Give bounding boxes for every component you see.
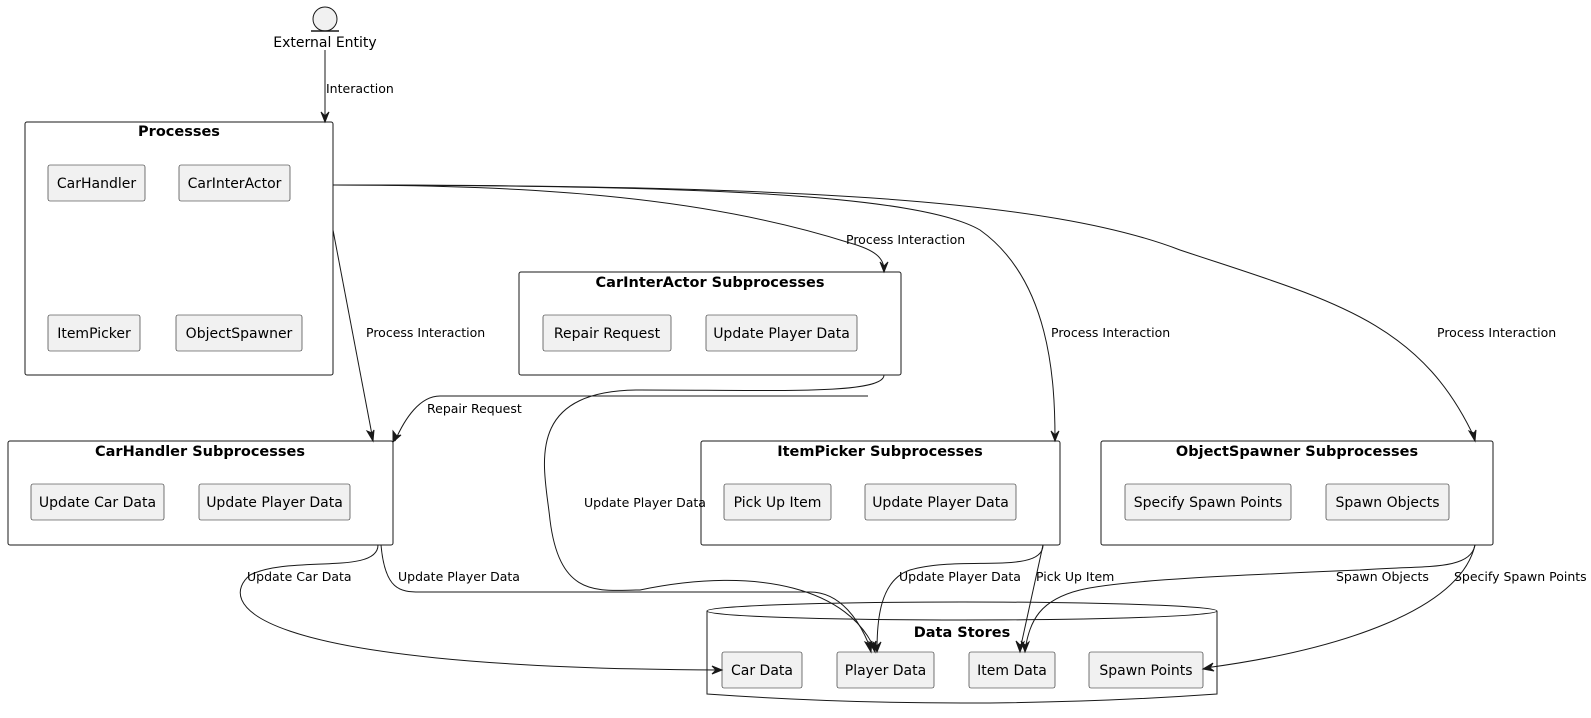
node-car-data[interactable]: Car Data <box>721 651 803 689</box>
edge-label: Spawn Objects <box>1336 569 1429 584</box>
edge-update-player-data-carhandler: Update Player Data <box>380 544 873 654</box>
entity-icon <box>312 6 338 32</box>
node-label: Repair Request <box>554 326 661 342</box>
edge-interaction: Interaction <box>320 50 394 124</box>
node-spawn-points[interactable]: Spawn Points <box>1088 651 1204 689</box>
edge-process-interaction-objectspawner: Process Interaction <box>332 184 1556 443</box>
edge-label: Process Interaction <box>1437 325 1556 340</box>
edge-label: Repair Request <box>427 401 522 416</box>
node-item-data[interactable]: Item Data <box>968 651 1056 689</box>
edge-label: Process Interaction <box>366 325 485 340</box>
entity-label: External Entity <box>273 35 376 51</box>
edge-label: Update Player Data <box>398 569 520 584</box>
node-update-player-data[interactable]: Update Player Data <box>198 483 351 521</box>
edge-label: Process Interaction <box>1051 325 1170 340</box>
group-title-itempicker-subprocesses: ItemPicker Subprocesses <box>777 444 983 460</box>
edge-label: Update Player Data <box>584 495 706 510</box>
node-label: ItemPicker <box>57 326 131 342</box>
edge-label: Interaction <box>326 81 394 96</box>
group-objectspawner-subprocesses: ObjectSpawner Subprocesses Specify Spawn… <box>1100 440 1494 546</box>
node-player-data[interactable]: Player Data <box>836 651 935 689</box>
node-label: Spawn Objects <box>1335 495 1439 511</box>
group-title-carinteractor-subprocesses: CarInterActor Subprocesses <box>596 275 825 291</box>
node-repair-request[interactable]: Repair Request <box>542 314 672 352</box>
group-itempicker-subprocesses: ItemPicker Subprocesses Pick Up Item Upd… <box>700 440 1061 546</box>
node-update-player-data[interactable]: Update Player Data <box>864 483 1017 521</box>
node-label: Car Data <box>731 663 793 679</box>
node-label: Update Car Data <box>39 495 156 511</box>
node-label: Spawn Points <box>1099 663 1192 679</box>
node-label: Update Player Data <box>713 326 850 342</box>
group-carhandler-subprocesses: CarHandler Subprocesses Update Car Data … <box>7 440 394 546</box>
node-label: Update Player Data <box>206 495 343 511</box>
node-label: Item Data <box>977 663 1047 679</box>
edge-pick-up-item: Pick Up Item <box>1015 544 1114 654</box>
edges: Interaction Process Interaction Process … <box>239 50 1587 675</box>
group-title-data-stores: Data Stores <box>914 625 1011 641</box>
edge-update-car-data: Update Car Data <box>239 544 724 675</box>
node-objectspawner[interactable]: ObjectSpawner <box>175 314 303 352</box>
node-label: Specify Spawn Points <box>1134 495 1283 511</box>
edge-update-player-data-itempicker: Update Player Data <box>872 544 1044 654</box>
node-carinteractor[interactable]: CarInterActor <box>178 164 291 202</box>
group-data-stores: Data Stores Car Data Player Data Item Da… <box>706 601 1218 704</box>
node-update-player-data[interactable]: Update Player Data <box>705 314 858 352</box>
node-label: Pick Up Item <box>734 495 822 511</box>
group-title-processes: Processes <box>138 124 220 140</box>
edge-label: Specify Spawn Points <box>1454 569 1587 584</box>
edge-label: Pick Up Item <box>1036 569 1114 584</box>
external-entity: External Entity <box>273 6 377 51</box>
node-label: Update Player Data <box>872 495 1009 511</box>
group-carinteractor-subprocesses: CarInterActor Subprocesses Repair Reques… <box>518 271 902 376</box>
edge-process-interaction-carinteractor: Process Interaction <box>332 184 965 274</box>
edge-repair-request: Repair Request <box>392 395 868 444</box>
edge-update-player-data-carinteractor: Update Player Data <box>543 374 885 654</box>
node-label: ObjectSpawner <box>186 326 293 342</box>
node-spawn-objects[interactable]: Spawn Objects <box>1325 483 1450 521</box>
group-processes: Processes CarHandler CarInterActor ItemP… <box>24 121 334 376</box>
edge-specify-spawn-points: Specify Spawn Points <box>1201 544 1587 672</box>
node-label: CarInterActor <box>188 176 282 192</box>
edge-process-interaction-carhandler: Process Interaction <box>332 229 485 443</box>
edge-label: Process Interaction <box>846 232 965 247</box>
node-specify-spawn-points[interactable]: Specify Spawn Points <box>1124 483 1292 521</box>
node-label: Player Data <box>845 663 926 679</box>
edge-label: Update Player Data <box>899 569 1021 584</box>
node-carhandler[interactable]: CarHandler <box>47 164 146 202</box>
node-pick-up-item[interactable]: Pick Up Item <box>723 483 832 521</box>
group-title-objectspawner-subprocesses: ObjectSpawner Subprocesses <box>1176 444 1418 460</box>
group-title-carhandler-subprocesses: CarHandler Subprocesses <box>95 444 305 460</box>
node-label: CarHandler <box>57 176 136 192</box>
node-itempicker[interactable]: ItemPicker <box>47 314 141 352</box>
node-update-car-data[interactable]: Update Car Data <box>30 483 165 521</box>
edge-label: Update Car Data <box>247 569 352 584</box>
edge-spawn-objects: Spawn Objects <box>1020 544 1476 654</box>
